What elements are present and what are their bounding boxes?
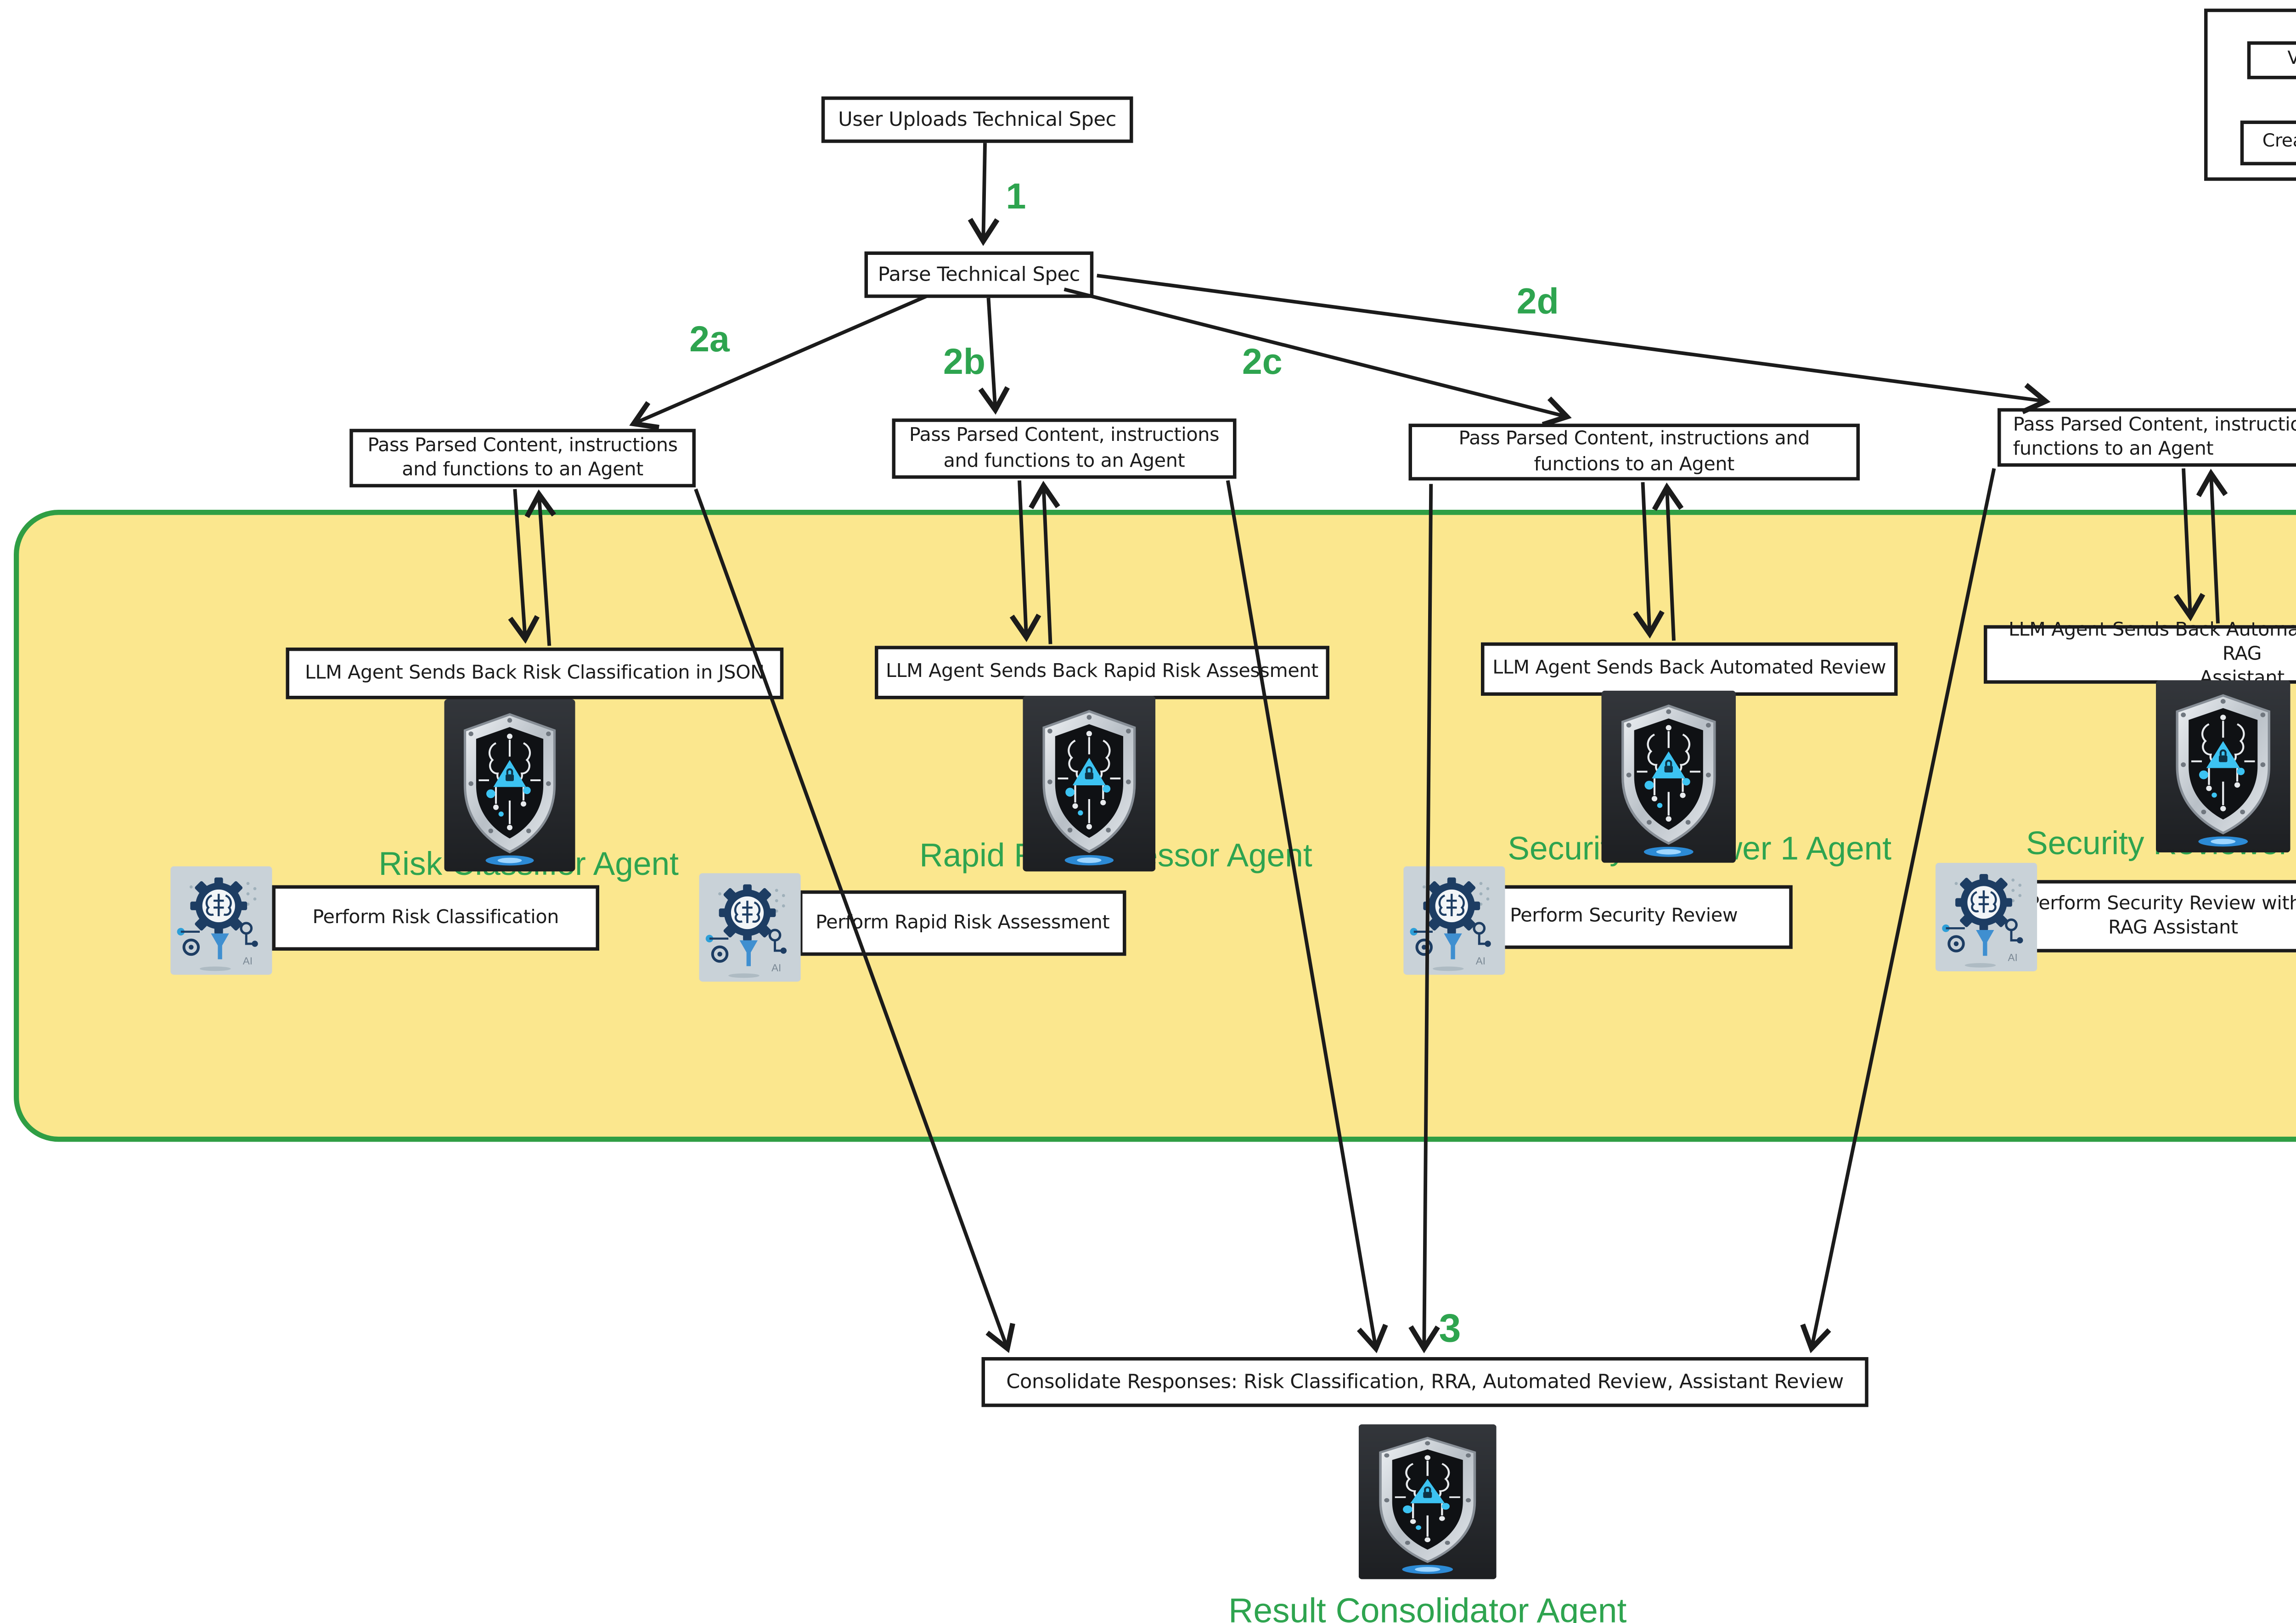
security-shield-icon (2156, 680, 2290, 852)
pass-content-box-d: Pass Parsed Content, instructions and fu… (1998, 408, 2296, 467)
security-shield-icon (1023, 696, 1156, 872)
task-box-security-review-rag: Perform Security Review with a RAG Assis… (1991, 880, 2296, 952)
task-box-risk-classification: Perform Risk Classification (272, 885, 599, 951)
in-memory-rag-panel: In-Memory RAG Creation Vectorize Securit… (2204, 8, 2296, 181)
step-label-1: 1 (1006, 177, 1026, 217)
ai-brain-gear-icon (699, 873, 801, 981)
ai-brain-gear-icon (1403, 866, 1505, 975)
vectorize-files-box: Vectorize Security Best Practice Files (2247, 41, 2296, 79)
llm-response-box-reviewer1: LLM Agent Sends Back Automated Review (1481, 642, 1898, 696)
parse-spec-box: Parse Technical Spec (864, 251, 1094, 298)
agent-name-result-consolidator: Result Consolidator Agent (1228, 1593, 1627, 1623)
rag-panel-title: In-Memory RAG Creation (2208, 17, 2296, 40)
llm-response-box-risk-classifier: LLM Agent Sends Back Risk Classification… (286, 648, 784, 699)
ai-brain-gear-icon (1936, 863, 2037, 971)
security-shield-icon (1602, 691, 1736, 863)
llm-response-box-reviewer2: LLM Agent Sends Back Automated Review us… (1984, 618, 2296, 689)
task-box-security-review: Perform Security Review (1455, 885, 1793, 949)
user-uploads-box: User Uploads Technical Spec (821, 96, 1133, 143)
step-label-2a: 2a (689, 320, 730, 360)
create-rag-box: Create RAG using OpenAI Assistants API (2240, 120, 2296, 165)
security-shield-icon (1359, 1424, 1497, 1579)
step-label-3: 3 (1439, 1305, 1461, 1351)
step-label-2b: 2b (943, 343, 985, 383)
security-shield-icon (445, 699, 575, 872)
pass-content-box-a: Pass Parsed Content, instructions and fu… (349, 428, 696, 488)
task-box-rapid-risk: Perform Rapid Risk Assessment (799, 890, 1126, 956)
consolidate-responses-box: Consolidate Responses: Risk Classificati… (981, 1357, 1868, 1407)
step-label-2d: 2d (1516, 282, 1559, 322)
llm-response-box-rapid-risk: LLM Agent Sends Back Rapid Risk Assessme… (875, 646, 1329, 699)
step-label-2c: 2c (1242, 343, 1283, 383)
ai-brain-gear-icon (170, 866, 272, 975)
pass-content-box-c: Pass Parsed Content, instructions and fu… (1408, 423, 1860, 481)
pass-content-box-b: Pass Parsed Content, instructions and fu… (892, 418, 1237, 479)
